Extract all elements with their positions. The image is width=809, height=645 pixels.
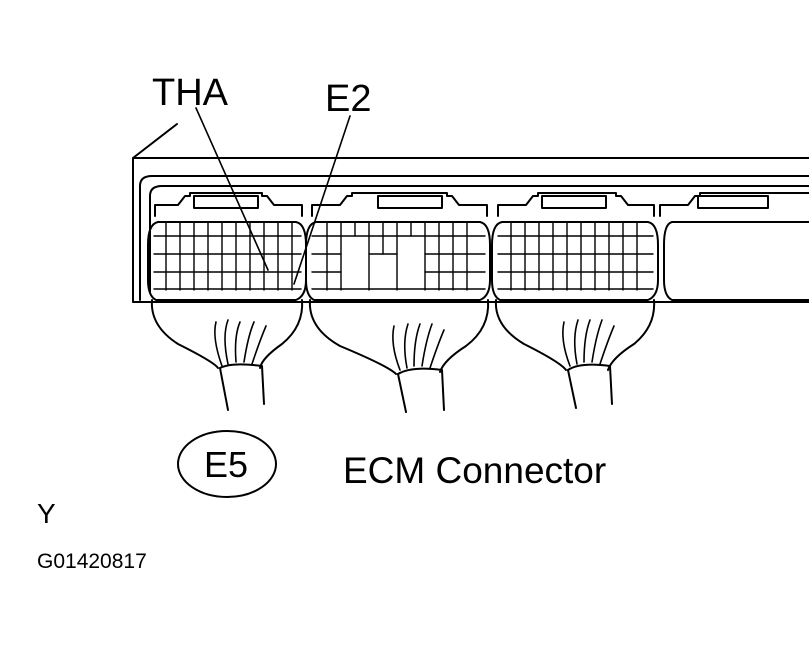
connector-block-4 xyxy=(659,192,809,301)
connector-block-2 xyxy=(305,192,491,413)
view-letter: Y xyxy=(37,498,56,529)
pin-label-e2: E2 xyxy=(325,78,372,120)
pin-label-tha: THA xyxy=(152,72,228,114)
connector-code-ellipse xyxy=(177,430,277,498)
figure-id: G01420817 xyxy=(37,550,147,573)
e2-leader-line xyxy=(293,115,351,285)
diagram-title: ECM Connector xyxy=(343,450,607,491)
connector-block-1 xyxy=(147,192,307,411)
ecm-housing xyxy=(132,123,809,303)
connector-block-3 xyxy=(491,192,659,409)
leader-lines xyxy=(195,107,351,285)
connector-code-label: E5 xyxy=(204,444,249,485)
tha-leader-line xyxy=(195,107,269,271)
